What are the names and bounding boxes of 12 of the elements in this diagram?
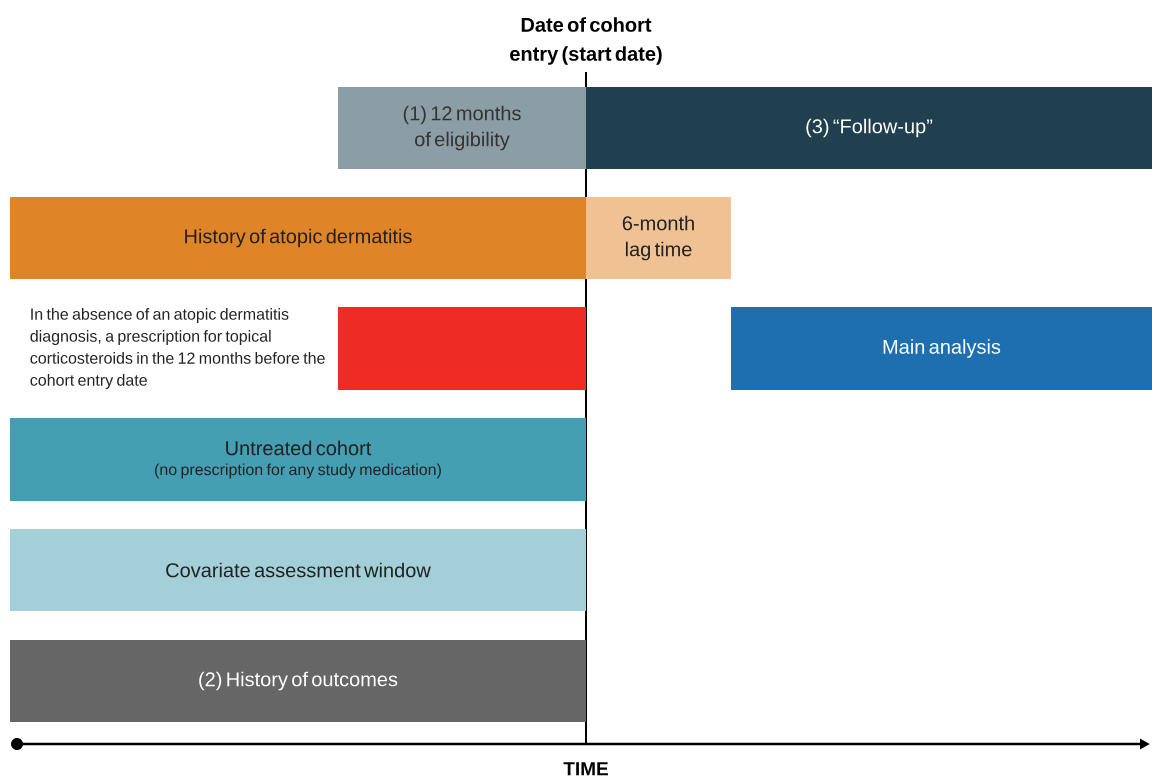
note-text: In the absence of an atopic dermatitis diagnosis, a prescription for topical corticosteroids in the 12 months before the cohort entry date	[30, 308, 325, 389]
timeline-bar: 6-month lag time	[586, 197, 731, 279]
heading-label: Date of cohort entry (start date)	[510, 17, 662, 65]
timeline-bar: History of atopic dermatitis	[10, 197, 586, 279]
axis-label: TIME	[563, 762, 608, 776]
timeline-bar	[338, 307, 586, 390]
timeline-bar: (3) “Follow-up”	[586, 87, 1152, 169]
timeline-bar: (1) 12 months of eligibility	[338, 87, 586, 169]
timeline-bar: Covariate assessment window	[10, 529, 586, 611]
timeline-bar: Main analysis	[731, 307, 1152, 390]
timeline-bar: Untreated cohort (no prescription for any study medication)	[10, 418, 586, 501]
timeline-bar: (2) History of outcomes	[10, 640, 586, 722]
